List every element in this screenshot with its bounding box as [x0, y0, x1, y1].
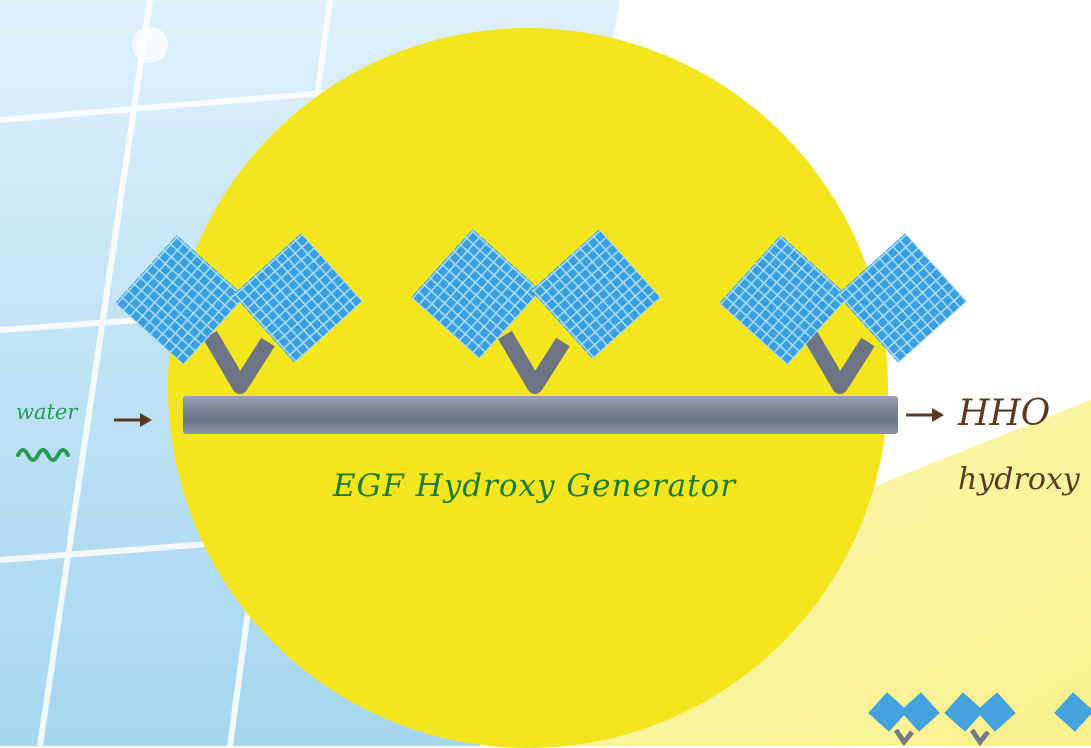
- solar-panel-group-3: [719, 233, 967, 394]
- solar-panel: [233, 233, 363, 363]
- small-panel-group: [868, 692, 1091, 746]
- solar-panel: [719, 235, 849, 365]
- output-arrow-icon: [906, 408, 944, 422]
- hho-label: HHO: [958, 393, 1051, 434]
- panel-stand: [203, 330, 275, 394]
- panel-stand: [803, 330, 875, 394]
- solar-panel: [837, 233, 967, 363]
- water-label: water: [16, 400, 78, 424]
- solar-panel: [115, 235, 245, 365]
- solar-panel-group-1: [115, 233, 363, 394]
- panel-stand: [498, 330, 570, 394]
- solar-panel: [411, 229, 541, 359]
- generator-rod: [183, 396, 898, 434]
- solar-panel-group-2: [411, 229, 661, 394]
- solar-panel: [531, 229, 661, 359]
- water-wave-icon: [16, 448, 70, 462]
- hydroxy-label: hydroxy: [958, 462, 1080, 497]
- input-arrow-icon: [114, 413, 152, 427]
